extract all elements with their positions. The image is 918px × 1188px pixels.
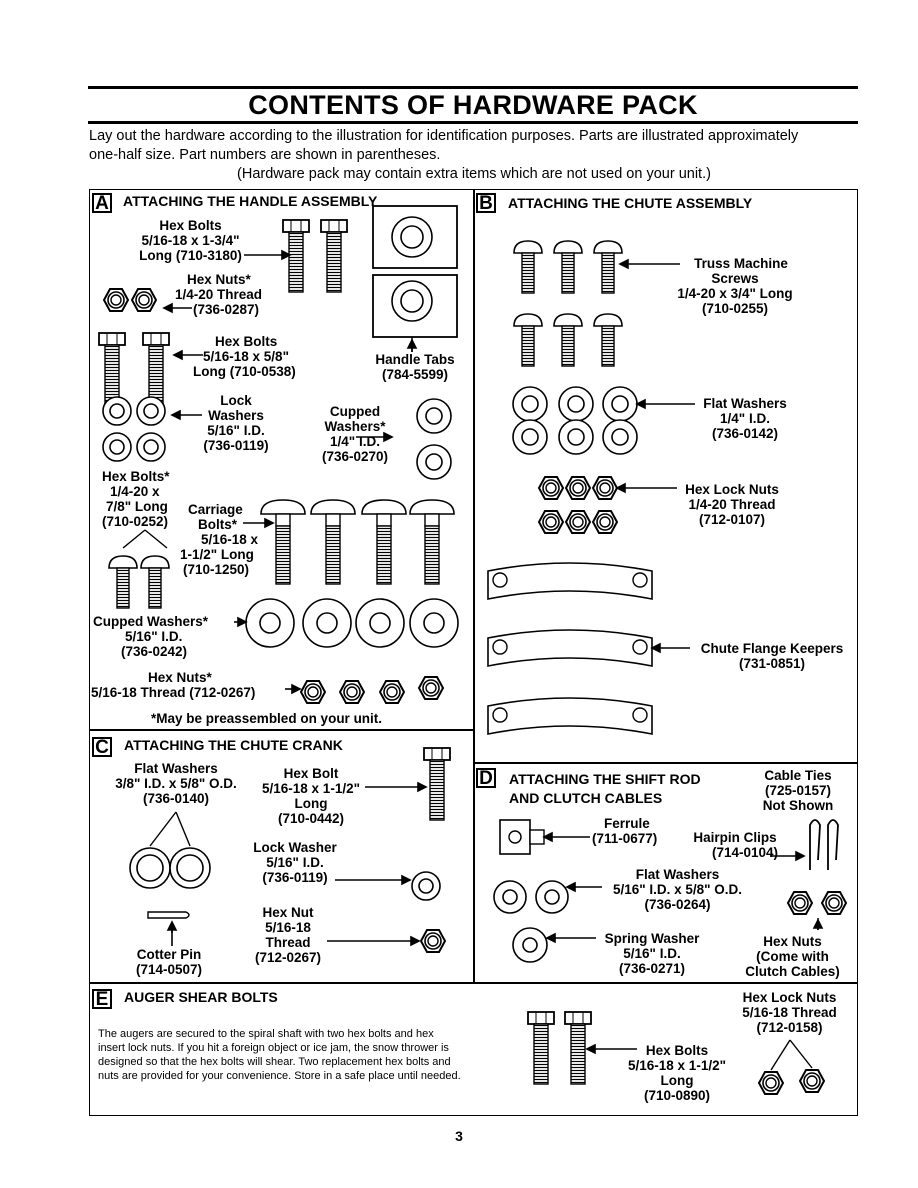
top-rule [88,86,858,89]
a-handle-tabs-label: Handle Tabs (784-5599) [375,352,455,382]
a-preassembled-note: *May be preassembled on your unit. [151,711,383,726]
c-cotter-pin-label: Cotter Pin (714-0507) [135,947,203,977]
c-flat-washers-label: Flat Washers 3/8" I.D. x 5/8" O.D. (736-… [115,761,237,806]
a-cupped-washers-large-label: Cupped Washers* 5/16" I.D. (736-0242) [93,614,209,659]
intro-line-2: one-half size. Part numbers are shown in… [89,147,441,163]
section-b-heading: ATTACHING THE CHUTE ASSEMBLY [508,195,753,211]
section-e-heading: AUGER SHEAR BOLTS [124,989,278,1005]
d-hex-nuts-label: Hex Nuts (Come with Clutch Cables) [745,934,840,979]
section-e-tag: E [92,989,112,1009]
a-hex-bolts-short-label: Hex Bolts 5/16-18 x 5/8" Long (710-0538) [193,334,296,379]
section-d-heading: ATTACHING THE SHIFT ROD AND CLUTCH CABLE… [509,771,701,806]
e-hex-bolts-label: Hex Bolts 5/16-18 x 1-1/2" Long (710-089… [628,1043,726,1103]
section-c-box [89,729,475,984]
a-hex-bolts-long-label: Hex Bolts 5/16-18 x 1-3/4" Long (710-318… [139,218,242,263]
d-ferrule-label: Ferrule (711-0677) [592,816,658,846]
b-truss-screws-label: Truss Machine Screws 1/4-20 x 3/4" Long … [677,256,793,316]
section-b-box [473,189,858,764]
d-flat-washers-label: Flat Washers 5/16" I.D. x 5/8" O.D. (736… [612,867,743,912]
c-lock-washer-label: Lock Washer 5/16" I.D. (736-0119) [253,840,337,885]
page-title: CONTENTS OF HARDWARE PACK [248,90,698,120]
d-hairpin-clips-label: Hairpin Clips (714-0104) [693,830,779,860]
section-c-tag: C [92,737,112,757]
section-d-tag: D [476,768,496,788]
section-c-heading: ATTACHING THE CHUTE CRANK [124,737,343,753]
a-hex-nuts-label: Hex Nuts* 1/4-20 Thread (736-0287) [175,272,263,317]
section-a-heading: ATTACHING THE HANDLE ASSEMBLY [123,193,378,209]
intro-line-1: Lay out the hardware according to the il… [89,128,799,144]
section-a-tag: A [92,193,112,213]
a-hex-bolts-star-label: Hex Bolts* 1/4-20 x 7/8" Long (710-0252) [102,469,170,529]
e-hex-lock-nuts-label: Hex Lock Nuts 5/16-18 Thread (712-0158) [742,990,837,1035]
d-cable-ties-label: Cable Ties (725-0157) Not Shown [762,768,834,813]
page-number: 3 [455,1128,463,1144]
a-carriage-bolts-label: Carriage Bolts* 5/16-18 x 1-1/2" Long (7… [180,502,259,577]
section-a-box [89,189,475,731]
d-spring-washer-label: Spring Washer 5/16" I.D. (736-0271) [604,931,700,976]
b-chute-keepers-label: Chute Flange Keepers (731-0851) [700,641,844,671]
c-hex-bolt-label: Hex Bolt 5/16-18 x 1-1/2" Long (710-0442… [262,766,360,826]
section-e-box [89,982,858,1116]
section-d-box [473,762,858,984]
a-hex-nuts-bottom-label: Hex Nuts* 5/16-18 Thread (712-0267) [91,670,256,700]
a-lock-washers-label: Lock Washers 5/16" I.D. (736-0119) [203,393,269,453]
b-hex-lock-nuts-label: Hex Lock Nuts 1/4-20 Thread (712-0107) [685,482,779,527]
b-flat-washers-label: Flat Washers 1/4" I.D. (736-0142) [703,396,787,441]
intro-line-3: (Hardware pack may contain extra items w… [237,166,711,182]
section-b-tag: B [476,193,496,213]
a-cupped-washers-small-label: Cupped Washers* 1/4" I.D. (736-0270) [321,404,389,464]
e-body-text: The augers are secured to the spiral sha… [98,1028,461,1082]
intro-paragraph: Lay out the hardware according to the il… [89,127,859,184]
c-hex-nut-label: Hex Nut 5/16-18 Thread (712-0267) [254,905,322,965]
title-underline [88,121,858,124]
